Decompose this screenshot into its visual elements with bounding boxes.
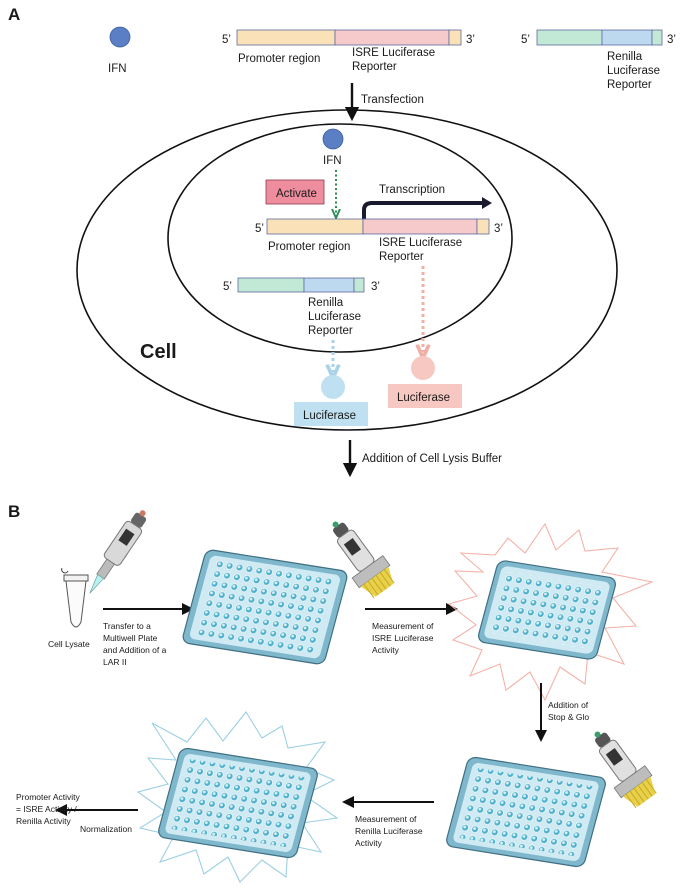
step4-line2: Renilla Luciferase: [355, 826, 423, 836]
svg-text:3’: 3’: [494, 223, 503, 235]
step4-line3: Activity: [355, 838, 383, 848]
step2-line1: Measurement of: [372, 621, 434, 631]
svg-text:Renilla: Renilla: [308, 297, 344, 309]
step3-line1: Addition of: [548, 700, 589, 710]
nucleus-outline: [167, 123, 513, 353]
transfection-label: Transfection: [361, 94, 424, 106]
renilla-luciferase-protein: [321, 375, 345, 399]
ifn-inner-label: IFN: [323, 155, 342, 167]
multichannel-pipette-icon-1: [332, 521, 395, 599]
step1-line4: LAR II: [103, 657, 127, 667]
luciferase-label-blue: Luciferase: [303, 410, 356, 422]
transcription-label: Transcription: [379, 184, 445, 196]
svg-text:5’: 5’: [222, 34, 231, 46]
renilla-construct-top: 5’ 3’ Renilla Luciferase Reporter: [521, 29, 676, 91]
isre-reporter-label-top-1: ISRE Luciferase: [352, 47, 435, 59]
cell-lysate-label: Cell Lysate: [48, 639, 90, 649]
isre-reporter-label-inner-1: ISRE Luciferase: [379, 237, 462, 249]
panel-a-letter: A: [8, 5, 20, 24]
pipette-icon-1: [89, 510, 147, 594]
activate-box: [265, 179, 325, 205]
luciferase-box-blue: [294, 402, 368, 426]
step1-line1: Transfer to a: [103, 621, 151, 631]
ifn-molecule-inner: [322, 128, 344, 150]
normalization-label: Normalization: [80, 824, 132, 834]
ifn-molecule-top: [109, 26, 131, 48]
isre-reporter-label-top-2: Reporter: [352, 61, 397, 73]
cell-outline: [76, 109, 618, 431]
isre-construct-inner: 5’ 3’ Promoter region ISRE Luciferase Re…: [255, 218, 503, 263]
svg-text:Renilla: Renilla: [607, 51, 643, 63]
svg-text:5’: 5’: [521, 34, 530, 46]
lysis-label: Addition of Cell Lysis Buffer: [362, 453, 502, 465]
step2-line2: ISRE Luciferase: [372, 633, 434, 643]
multiwell-plate-4: [158, 747, 318, 859]
svg-text:Luciferase: Luciferase: [607, 65, 660, 77]
step1-line2: Multiwell Plate: [103, 633, 158, 643]
multichannel-pipette-icon-2: [594, 731, 657, 809]
step3-line2: Stop & Glo: [548, 712, 589, 722]
activate-label: Activate: [276, 188, 317, 200]
ifn-top-label: IFN: [108, 63, 127, 75]
formula-line2: = ISRE Activity /: [16, 804, 77, 814]
svg-text:Reporter: Reporter: [607, 79, 652, 91]
luciferase-label-pink: Luciferase: [397, 392, 450, 404]
step1-line3: and Addition of a: [103, 645, 167, 655]
multiwell-plate-1: [182, 549, 348, 665]
svg-text:5’: 5’: [255, 223, 264, 235]
isre-construct-top: 5’ 3’ Promoter region ISRE Luciferase Re…: [222, 29, 475, 73]
promoter-region-label-inner: Promoter region: [268, 241, 350, 253]
luciferase-box-pink: [388, 384, 462, 408]
multiwell-plate-2: [478, 560, 616, 660]
isre-reporter-label-inner-2: Reporter: [379, 251, 424, 263]
svg-text:3’: 3’: [466, 34, 475, 46]
svg-text:Reporter: Reporter: [308, 325, 353, 337]
promoter-region-label-top: Promoter region: [238, 53, 320, 65]
svg-text:3’: 3’: [667, 34, 676, 46]
formula-line3: Renilla Activity: [16, 816, 72, 826]
svg-text:3’: 3’: [371, 281, 380, 293]
multiwell-plate-3: [446, 756, 606, 868]
step2-line3: Activity: [372, 645, 400, 655]
cell-label: Cell: [140, 341, 177, 363]
renilla-construct-inner: 5’ 3’ Renilla Luciferase Reporter: [223, 277, 380, 337]
formula-line1: Promoter Activity: [16, 792, 81, 802]
microtube-icon: [61, 567, 89, 628]
isre-luciferase-protein: [411, 356, 435, 380]
step4-line1: Measurement of: [355, 814, 417, 824]
svg-text:5’: 5’: [223, 281, 232, 293]
panel-b-letter: B: [8, 502, 20, 521]
svg-text:Luciferase: Luciferase: [308, 311, 361, 323]
transcription-arrow: [362, 201, 484, 219]
